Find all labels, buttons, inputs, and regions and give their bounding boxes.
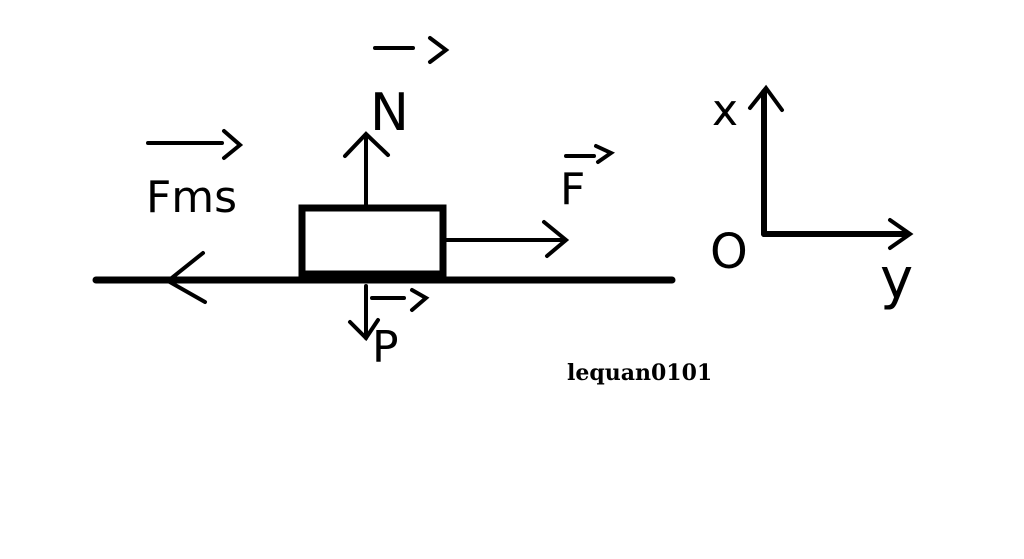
applied-force-arrow: [444, 220, 570, 258]
friction-force-label: Fms: [146, 172, 237, 223]
normal-force-label: N: [370, 83, 409, 143]
vector-bar-p: [370, 288, 430, 312]
normal-force-arrow: [343, 131, 390, 207]
watermark: lequan0101: [567, 360, 712, 386]
applied-force-label: F: [560, 164, 585, 215]
vector-bar-n: [373, 36, 450, 64]
weight-arrow: [348, 284, 380, 342]
axis-vertical: [748, 84, 784, 237]
vector-bar-f: [564, 144, 616, 164]
vector-bar-fms: [146, 129, 244, 160]
axis-horizontal: [761, 218, 914, 250]
axis-horizontal-label: y: [880, 247, 913, 312]
axis-vertical-label: x: [712, 85, 738, 136]
weight-label: P: [372, 322, 399, 373]
origin-label: O: [710, 224, 748, 280]
friction-arrow: [164, 251, 207, 304]
block: [298, 204, 447, 278]
